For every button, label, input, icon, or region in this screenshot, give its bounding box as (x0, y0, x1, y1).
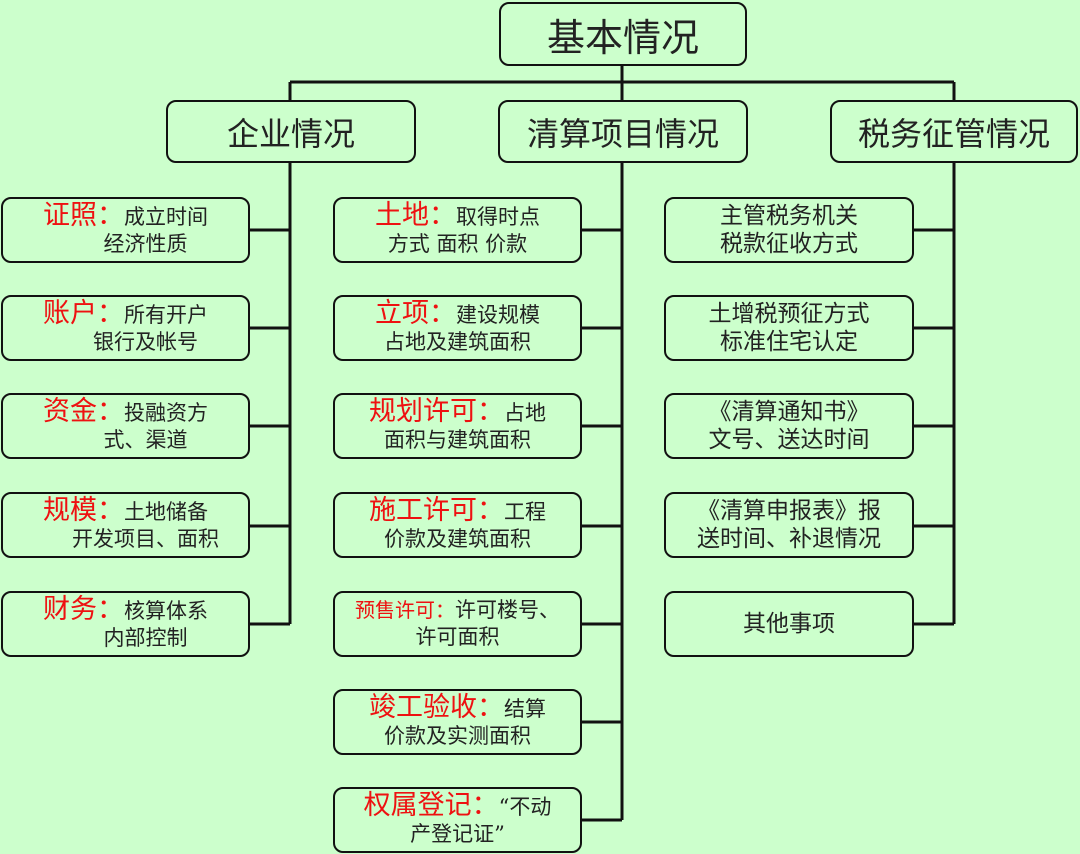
branch-enterprise-title: 企业情况 (226, 114, 355, 153)
project-item: 预售许可：许可楼号、 许可面积 (333, 591, 582, 657)
enterprise-item: 规模：土地储备 开发项目、面积 (1, 492, 250, 558)
item-line1: 土地储备 (124, 500, 208, 524)
project-item: 竣工验收：结算 价款及实测面积 (333, 689, 582, 755)
item-key: 证照： (43, 200, 124, 231)
item-line1: 《清算申报表》报 (697, 498, 881, 524)
project-item: 规划许可：占地 面积与建筑面积 (333, 393, 582, 459)
item-line2: 价款及实测面积 (384, 724, 531, 748)
tax-item: 主管税务机关 税款征收方式 (664, 197, 914, 263)
item-line2: 占地及建筑面积 (384, 330, 531, 354)
item-line2: 许可面积 (415, 625, 500, 649)
enterprise-item: 资金：投融资方 式、渠道 (1, 393, 250, 459)
tax-item: 《清算申报表》报 送时间、补退情况 (664, 492, 914, 558)
item-line2: 内部控制 (103, 626, 188, 650)
enterprise-item: 财务：核算体系 内部控制 (1, 591, 250, 657)
item-line1: 《清算通知书》 (708, 399, 870, 425)
item-key: 规划许可： (369, 396, 504, 427)
item-line2: 税款征收方式 (720, 231, 858, 257)
item-key: 竣工验收： (369, 692, 504, 723)
item-key: 施工许可： (369, 495, 504, 526)
item-key: 立项： (375, 298, 456, 329)
item-key: 权属登记： (363, 790, 499, 821)
item-line2: 送时间、补退情况 (697, 526, 881, 552)
item-line2: 文号、送达时间 (708, 427, 870, 453)
item-line1: 建设规模 (456, 303, 540, 327)
item-line1: 取得时点 (456, 205, 540, 229)
item-line1: 核算体系 (124, 599, 208, 623)
item-line2: 面积与建筑面积 (384, 428, 531, 452)
item-key: 预售许可： (355, 598, 455, 622)
item-line1: “不动 (498, 795, 552, 819)
project-item: 土地：取得时点 方式 面积 价款 (333, 197, 582, 263)
root-node: 基本情况 (499, 2, 747, 66)
item-key: 账户： (43, 298, 124, 329)
item-key: 资金： (43, 396, 124, 427)
branch-tax: 税务征管情况 (830, 100, 1078, 163)
item-line1: 所有开户 (124, 303, 208, 327)
item-key: 规模： (43, 495, 124, 526)
item-line1: 其他事项 (743, 611, 835, 637)
project-item: 立项：建设规模 占地及建筑面积 (333, 295, 582, 361)
enterprise-item: 证照：成立时间 经济性质 (1, 197, 250, 263)
project-item: 施工许可：工程 价款及建筑面积 (333, 492, 582, 558)
item-line2: 标准住宅认定 (720, 329, 858, 355)
item-line2: 价款及建筑面积 (384, 527, 531, 551)
branch-tax-title: 税务征管情况 (857, 114, 1050, 153)
item-line2: 方式 面积 价款 (387, 232, 528, 256)
item-key: 财务： (43, 594, 124, 625)
tax-item: 《清算通知书》 文号、送达时间 (664, 393, 914, 459)
item-line2: 银行及帐号 (93, 330, 198, 354)
item-line1: 许可楼号、 (455, 598, 560, 622)
item-line1: 成立时间 (124, 205, 208, 229)
item-line2: 经济性质 (103, 232, 188, 256)
item-line1: 主管税务机关 (720, 203, 858, 229)
item-line1: 投融资方 (124, 401, 208, 425)
branch-project: 清算项目情况 (498, 100, 748, 163)
item-line1: 占地 (504, 401, 546, 425)
tax-item: 土增税预征方式 标准住宅认定 (664, 295, 914, 361)
item-line1: 结算 (504, 697, 546, 721)
item-line2: 开发项目、面积 (72, 527, 219, 551)
item-line1: 工程 (504, 500, 546, 524)
item-line2: 产登记证” (410, 822, 505, 846)
root-title: 基本情况 (546, 15, 699, 60)
item-line1: 土增税预征方式 (708, 301, 870, 327)
item-line2: 式、渠道 (103, 428, 188, 452)
branch-enterprise: 企业情况 (166, 100, 416, 163)
branch-project-title: 清算项目情况 (526, 114, 719, 153)
enterprise-item: 账户：所有开户 银行及帐号 (1, 295, 250, 361)
item-key: 土地： (375, 200, 456, 231)
tax-item: 其他事项 (664, 591, 914, 657)
project-item: 权属登记：“不动 产登记证” (333, 787, 582, 853)
